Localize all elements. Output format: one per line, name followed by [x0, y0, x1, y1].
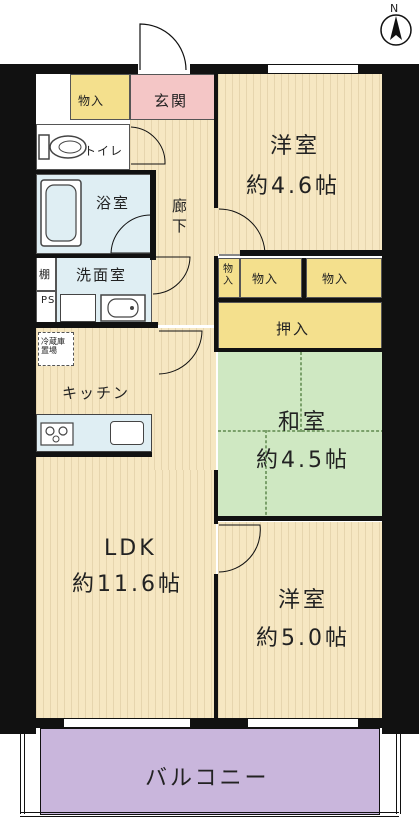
fridge-space: [38, 332, 74, 366]
balcony-rail-right: [396, 722, 401, 814]
balcony-rail-bottom: [20, 812, 399, 817]
oshiire-label: 押入: [276, 320, 311, 338]
compass: N: [378, 2, 414, 48]
compass-icon: [380, 14, 412, 46]
fridge-label: 冷蔵庫置場: [41, 337, 65, 355]
entry-storage-label: 物入: [78, 94, 105, 108]
window-western-2: [248, 718, 358, 728]
stove-icon: [40, 422, 74, 446]
compass-north-label: N: [390, 2, 399, 15]
tatami-divider-2: [300, 352, 302, 432]
window-ldk: [64, 718, 190, 728]
storage-b-label: 物入: [322, 272, 349, 286]
wall-corridor-right-2: [214, 256, 218, 352]
wall-kitchen-bottom: [36, 452, 152, 457]
wash-basin-icon: [100, 294, 146, 322]
wall-corridor-right: [214, 74, 218, 208]
wall-right: [382, 64, 419, 726]
storage-b: [306, 258, 382, 298]
door-swing-ldk: [158, 330, 203, 375]
corridor-label: 廊下: [172, 197, 190, 235]
western-room-2-name: 洋室: [278, 588, 329, 613]
wall-bath-right: [150, 170, 156, 260]
bathroom-label: 浴室: [96, 194, 131, 212]
door-swing-toilet: [130, 126, 166, 165]
wall-corner-br: [382, 710, 419, 734]
wall-toilet-bottom: [36, 170, 156, 174]
entrance-label: 玄関: [154, 92, 189, 110]
entry-storage: [70, 74, 130, 120]
storage-a: [240, 258, 302, 298]
wall-top-left: [0, 64, 138, 74]
western-room-1: [218, 74, 382, 254]
window-top: [268, 64, 358, 74]
entrance: [130, 74, 218, 120]
storage-a-label: 物入: [252, 272, 279, 286]
ldk-size: 約11.6帖: [72, 572, 183, 597]
japanese-room-size: 約4.5帖: [256, 448, 350, 473]
small-storage-label: 物入: [223, 264, 233, 287]
balcony: [40, 728, 380, 815]
wall-storage-divider: [302, 258, 306, 298]
wall-jp-right-side: [214, 470, 218, 524]
wall-jp-bottom: [218, 516, 382, 521]
wall-bath-bottom: [36, 254, 156, 258]
door-swing-western-1: [218, 208, 266, 256]
japanese-room-name: 和室: [278, 410, 329, 435]
toilet-bowl-icon: [38, 134, 87, 160]
ldk-name: LDK: [104, 536, 157, 561]
small-storage: [218, 258, 240, 298]
toilet-label: トイレ: [84, 144, 124, 158]
western-room-1-size: 約4.6帖: [246, 174, 340, 199]
bathtub-icon: [40, 179, 82, 247]
balcony-rail: [20, 722, 25, 814]
entry-door-swing-icon: [139, 23, 187, 71]
ldk: [36, 470, 216, 720]
washroom-label: 洗面室: [76, 266, 128, 284]
door-swing-bath: [110, 214, 152, 254]
balcony-label: バルコニー: [145, 766, 270, 791]
wall-bottom: [0, 718, 419, 728]
wall-wr1-bottom: [240, 250, 382, 256]
wall-wash-bottom: [36, 322, 158, 328]
western-room-2-size: 約5.0帖: [256, 626, 350, 651]
ps-label: PS: [41, 295, 56, 306]
kitchen-sink: [110, 421, 144, 445]
corridor-lower: [154, 328, 216, 470]
western-room-1-name: 洋室: [270, 134, 321, 159]
shelf-label: 棚: [39, 268, 51, 281]
wall-storage-bottom: [218, 298, 382, 302]
wall-corner-bl: [0, 710, 36, 734]
door-swing-washroom: [152, 256, 191, 295]
kitchen-label: キッチン: [62, 384, 131, 402]
wall-ldk-right: [214, 574, 218, 720]
wall-left: [0, 64, 36, 726]
western-room-2: [218, 522, 382, 720]
wall-oshiire-bottom: [218, 348, 382, 352]
washing-machine-space: [60, 294, 96, 322]
door-swing-western-2: [218, 524, 261, 573]
